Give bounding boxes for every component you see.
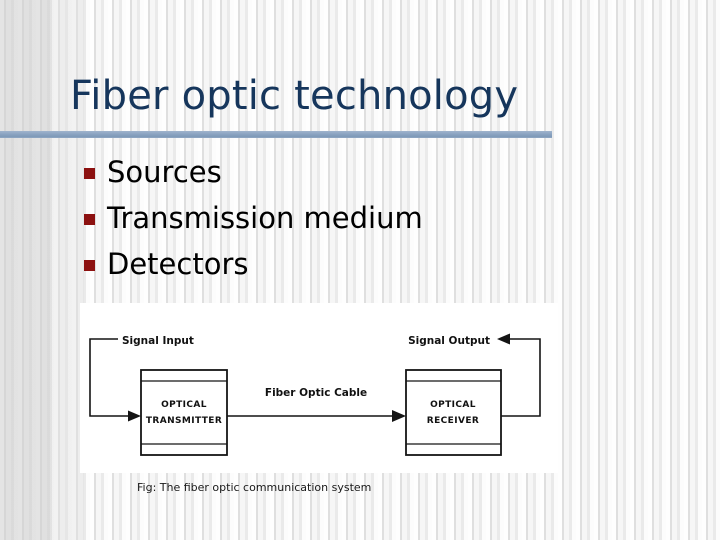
fiber-optic-cable-label: Fiber Optic Cable xyxy=(265,387,367,399)
optical-transmitter-box xyxy=(140,369,228,456)
title-underline-rule xyxy=(0,131,552,138)
signal-input-label: Signal Input xyxy=(122,335,194,347)
signal-output-arrowhead xyxy=(497,333,510,345)
bullet-list: Sources Transmission medium Detectors xyxy=(84,155,644,293)
square-bullet-icon xyxy=(84,168,95,179)
signal-input-arrowhead xyxy=(128,410,141,422)
fiber-optic-cable-arrowhead xyxy=(392,410,406,422)
list-item-label: Transmission medium xyxy=(107,201,423,235)
signal-output-path xyxy=(501,338,541,417)
square-bullet-icon xyxy=(84,260,95,271)
list-item: Detectors xyxy=(84,247,644,293)
background-stripe-band-left xyxy=(0,0,52,540)
list-item-label: Detectors xyxy=(107,247,249,281)
optical-receiver-label-line2: RECEIVER xyxy=(427,416,479,426)
list-item: Transmission medium xyxy=(84,201,644,247)
optical-transmitter-label-line2: TRANSMITTER xyxy=(146,416,222,426)
optical-receiver-label-line1: OPTICAL xyxy=(430,400,476,410)
figure-caption: Fig: The fiber optic communication syste… xyxy=(137,481,372,494)
signal-output-label: Signal Output xyxy=(408,335,490,347)
figure-image-panel: Signal Input OPTICAL TRANSMITTER Fiber O… xyxy=(80,303,558,473)
optical-receiver-box xyxy=(405,369,502,456)
list-item: Sources xyxy=(84,155,644,201)
list-item-label: Sources xyxy=(107,155,222,189)
page-title: Fiber optic technology xyxy=(70,73,519,119)
optical-transmitter-label-line1: OPTICAL xyxy=(161,400,207,410)
fiber-optic-system-diagram: Signal Input OPTICAL TRANSMITTER Fiber O… xyxy=(89,333,541,456)
signal-input-path xyxy=(89,338,128,417)
square-bullet-icon xyxy=(84,214,95,225)
